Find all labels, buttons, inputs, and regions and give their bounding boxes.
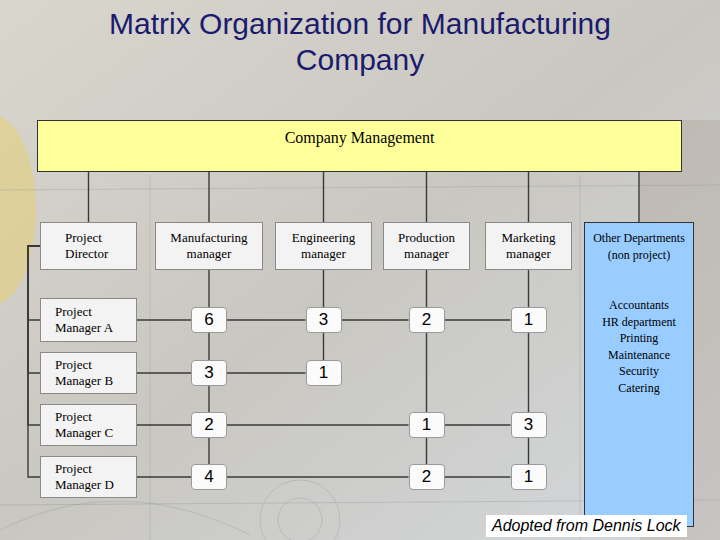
- matrix-cell: 3: [306, 307, 342, 333]
- box-heading: Project Manager B: [55, 357, 128, 389]
- connector-line: [208, 333, 209, 360]
- box-item: Catering: [618, 380, 659, 397]
- director-box: Project Director: [40, 222, 137, 270]
- connector-line: [137, 372, 191, 373]
- matrix-cell: 2: [409, 464, 445, 490]
- box-item: Maintenance: [608, 347, 670, 364]
- management-band: Company Management: [37, 120, 682, 172]
- box-item: Printing: [620, 330, 659, 347]
- connector-line: [342, 319, 409, 320]
- connector-line: [28, 246, 40, 320]
- box-heading: Project Manager D: [55, 461, 128, 493]
- connector-line: [323, 333, 324, 360]
- connector-line: [88, 172, 89, 222]
- box-heading: Production manager: [390, 230, 463, 262]
- matrix-cell: 3: [511, 412, 547, 438]
- connector-line: [528, 438, 529, 464]
- matrix-cell: 1: [511, 307, 547, 333]
- connector-line: [227, 372, 306, 373]
- box-heading: Project Manager A: [55, 304, 128, 336]
- connector-line: [528, 270, 529, 307]
- connector-line: [208, 386, 209, 412]
- project-manager-box: Project Manager A: [40, 298, 137, 342]
- blueprint-lines: [0, 175, 720, 540]
- box-heading: 6: [204, 310, 213, 330]
- matrix-cell: 2: [409, 307, 445, 333]
- matrix-cell: 3: [191, 360, 227, 386]
- connector-line: [208, 438, 209, 464]
- box-heading: Marketing manager: [492, 230, 565, 262]
- matrix-cell: 1: [511, 464, 547, 490]
- box-heading: Other Departments (non project): [591, 230, 687, 263]
- manager-box: Production manager: [383, 222, 470, 270]
- manager-box: Engineering manager: [275, 222, 372, 270]
- connector-line: [323, 172, 324, 222]
- helmet-shape: [0, 115, 36, 305]
- manager-box: Manufacturing manager: [155, 222, 263, 270]
- box-heading: Company Management: [285, 128, 435, 147]
- box-heading: 3: [319, 310, 328, 330]
- connector-line: [426, 270, 427, 307]
- connector-line: [426, 438, 427, 464]
- connector-line: [323, 270, 324, 307]
- manager-box: Marketing manager: [485, 222, 572, 270]
- connector-line: [208, 270, 209, 307]
- connector-line: [137, 424, 191, 425]
- box-heading: 1: [524, 310, 533, 330]
- project-manager-box: Project Manager B: [40, 352, 137, 394]
- box-heading: Project Director: [65, 230, 128, 262]
- matrix-cell: 6: [191, 307, 227, 333]
- connector-line: [528, 333, 529, 412]
- source-caption: Adopted from Dennis Lock: [486, 515, 687, 537]
- matrix-cell: 4: [191, 464, 227, 490]
- box-item: Security: [619, 363, 659, 380]
- box-heading: 3: [204, 363, 213, 383]
- matrix-cell: 2: [191, 412, 227, 438]
- box-heading: Project Manager C: [55, 409, 128, 441]
- connector-line: [137, 476, 191, 477]
- box-heading: 2: [422, 467, 431, 487]
- connector-line: [227, 424, 409, 425]
- connector-line: [227, 319, 306, 320]
- connector-line: [28, 246, 40, 425]
- connector-line: [638, 172, 639, 222]
- connector-line: [426, 172, 427, 222]
- box-heading: 1: [319, 363, 328, 383]
- connector-line: [445, 476, 511, 477]
- box-heading: 4: [204, 467, 213, 487]
- slide-title: Matrix Organization for Manufacturing Co…: [60, 6, 660, 78]
- box-heading: Manufacturing manager: [162, 230, 256, 262]
- connector-line: [445, 424, 511, 425]
- connector-line: [28, 246, 40, 373]
- project-manager-box: Project Manager D: [40, 456, 137, 498]
- matrix-cell: 1: [409, 412, 445, 438]
- box-heading: 1: [524, 467, 533, 487]
- connector-line: [28, 246, 40, 477]
- box-heading: 3: [524, 415, 533, 435]
- box-item: HR department: [602, 314, 676, 331]
- connector-line: [137, 319, 191, 320]
- connector-line: [208, 172, 209, 222]
- box-heading: 2: [204, 415, 213, 435]
- connector-line: [227, 476, 409, 477]
- box-heading: 1: [422, 415, 431, 435]
- project-manager-box: Project Manager C: [40, 404, 137, 446]
- connector-line: [426, 333, 427, 412]
- departments-box: Other Departments (non project) Accountan…: [584, 222, 694, 527]
- connector-line: [445, 319, 511, 320]
- box-heading: Engineering manager: [282, 230, 365, 262]
- matrix-cell: 1: [306, 360, 342, 386]
- connector-line: [528, 172, 529, 222]
- box-item: Accountants: [609, 297, 669, 314]
- box-heading: 2: [422, 310, 431, 330]
